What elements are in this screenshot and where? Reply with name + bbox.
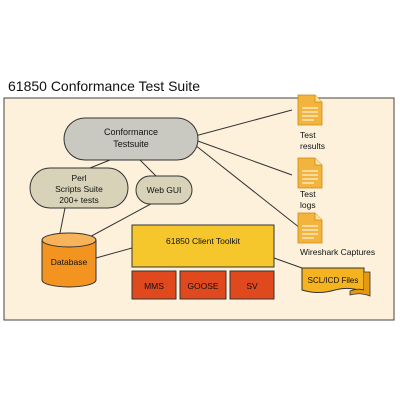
- line-toolkit-scl: [273, 257, 303, 269]
- database-label: Database: [51, 257, 88, 267]
- web-gui-label: Web GUI: [147, 185, 182, 195]
- wireshark-label: Wireshark Captures: [300, 247, 375, 257]
- line-perl-database: [59, 207, 66, 234]
- document-icon: [297, 212, 323, 244]
- line-conformance-results: [194, 109, 293, 137]
- perl-line3: 200+ tests: [59, 195, 98, 205]
- conformance-line1: Conformance: [104, 127, 158, 137]
- sv-label: SV: [246, 281, 258, 291]
- line-webgui-database: [83, 198, 161, 241]
- client-toolkit-node: 61850 Client Toolkit: [131, 224, 275, 268]
- connector-lines: [59, 109, 303, 269]
- perl-scripts-node: Perl Scripts Suite 200+ tests: [29, 167, 129, 209]
- client-toolkit-label: 61850 Client Toolkit: [166, 236, 241, 246]
- database-node: Database: [41, 232, 97, 288]
- test-results-line1: Test: [300, 130, 316, 140]
- line-database-toolkit: [95, 247, 133, 259]
- line-conformance-logs: [194, 139, 293, 176]
- goose-label: GOOSE: [187, 281, 219, 291]
- document-icon: [297, 157, 323, 189]
- scl-icd-label: SCL/ICD Files: [308, 276, 359, 285]
- goose-node: GOOSE: [179, 270, 227, 300]
- web-gui-node: Web GUI: [135, 175, 193, 205]
- conformance-testsuite-node: Conformance Testsuite: [63, 117, 199, 161]
- test-logs-line1: Test: [300, 189, 316, 199]
- mms-node: MMS: [131, 270, 177, 300]
- test-logs-line2: logs: [300, 200, 316, 210]
- mms-label: MMS: [144, 281, 164, 291]
- perl-line2: Scripts Suite: [55, 184, 103, 194]
- sv-node: SV: [229, 270, 275, 300]
- diagram-title: 61850 Conformance Test Suite: [8, 78, 200, 94]
- perl-line1: Perl: [71, 173, 86, 183]
- scl-icd-files-node: SCL/ICD Files: [301, 267, 371, 297]
- test-results-line2: results: [300, 141, 325, 151]
- line-conformance-webgui: [139, 159, 159, 179]
- conformance-line2: Testsuite: [113, 139, 149, 149]
- document-icon: [297, 94, 323, 126]
- line-conformance-wireshark: [194, 144, 301, 229]
